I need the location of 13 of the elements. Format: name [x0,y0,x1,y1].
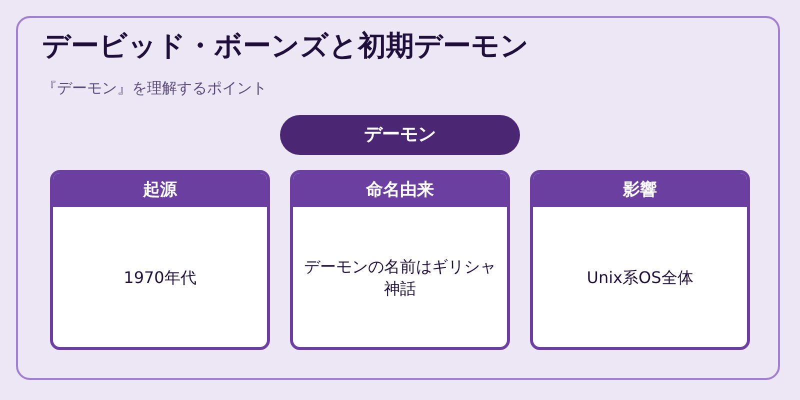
topic-label: デーモン [364,123,436,147]
subtitle: 『デーモン』を理解するポイント [42,78,267,98]
card-text: デーモンの名前はギリシャ神話 [303,256,497,300]
info-card [50,170,270,350]
card-header: 命名由来 [293,173,507,207]
info-card [530,170,750,350]
card-text: Unix系OS全体 [586,267,694,289]
card-header: 起源 [53,173,267,207]
card-text: 1970年代 [122,267,198,289]
title: デービッド・ボーンズと初期デーモン [42,28,529,64]
info-card [290,170,510,350]
card-header: 影響 [533,173,747,207]
topic-pill [280,115,520,155]
